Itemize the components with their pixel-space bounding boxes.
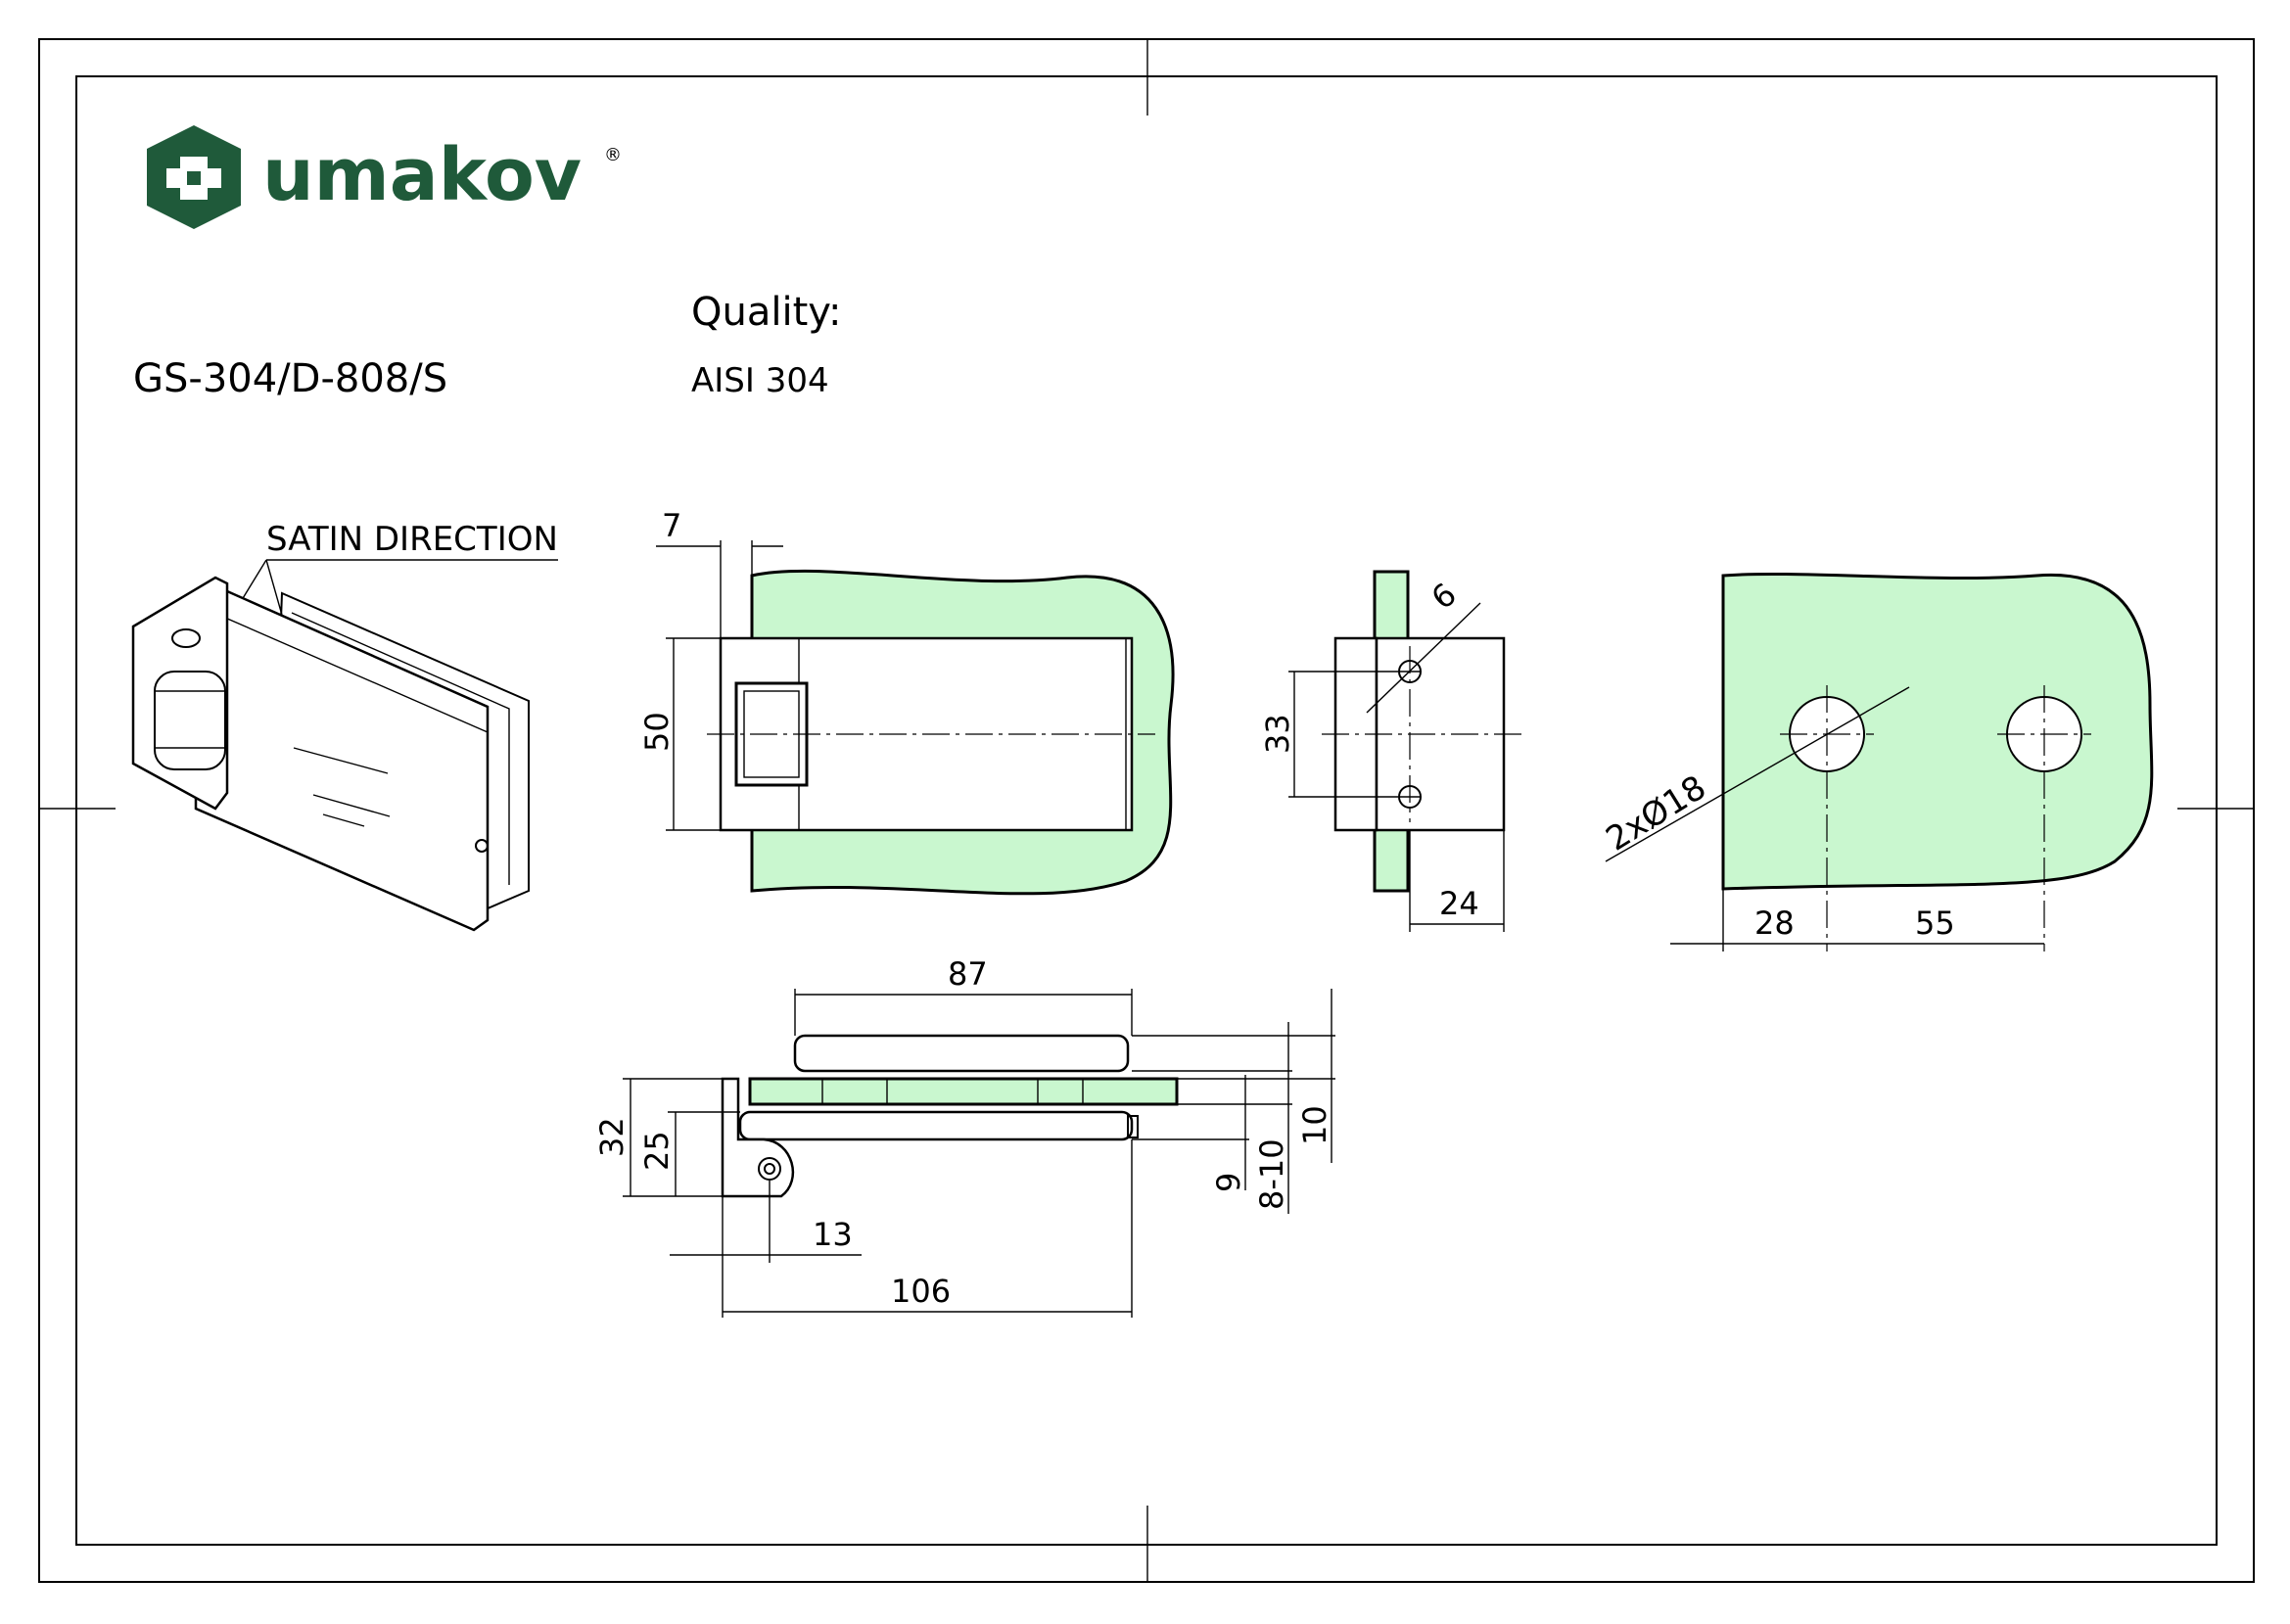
dim-front-gap: 7 — [662, 507, 681, 544]
dim-bottom-9: 9 — [1210, 1173, 1247, 1192]
dim-bottom-total-length: 106 — [891, 1273, 951, 1310]
dim-front-height: 50 — [638, 712, 676, 752]
drawing-frame — [38, 38, 2255, 1583]
product-code: GS-304/D-808/S — [133, 356, 447, 401]
dim-glass-hole-diameter: 2xØ18 — [1600, 767, 1713, 858]
logo-mark-icon — [147, 125, 241, 229]
quality-label: Quality: — [691, 290, 842, 335]
dim-bottom-10: 10 — [1296, 1105, 1333, 1145]
dim-side-depth: 24 — [1439, 885, 1479, 922]
side-view: 33 6 24 — [1259, 570, 1523, 932]
front-view: 7 50 — [638, 507, 1175, 896]
brand-logo: umakov ® — [147, 125, 622, 229]
dim-bottom-plate-length: 87 — [948, 955, 988, 993]
registered-mark: ® — [604, 145, 622, 165]
dim-side-hole-spacing: 33 — [1259, 714, 1296, 754]
dim-bottom-height-25: 25 — [638, 1131, 676, 1171]
isometric-view: SATIN DIRECTION — [131, 520, 558, 932]
quality-value: AISI 304 — [691, 361, 829, 400]
dim-glass-edge-offset: 28 — [1754, 905, 1795, 942]
glass-cutout-view: 2xØ18 28 55 — [1600, 572, 2154, 951]
brand-name: umakov — [262, 133, 582, 217]
dim-side-diameter: 6 — [1425, 576, 1464, 617]
satin-direction-label: SATIN DIRECTION — [266, 520, 558, 559]
dim-bottom-pin-offset: 13 — [813, 1216, 853, 1253]
dim-bottom-height-32: 32 — [593, 1117, 631, 1157]
bottom-view: 87 106 13 32 25 10 8-10 9 — [593, 955, 1335, 1318]
dim-bottom-glass-range: 8-10 — [1253, 1138, 1290, 1210]
dim-glass-hole-spacing: 55 — [1915, 905, 1955, 942]
